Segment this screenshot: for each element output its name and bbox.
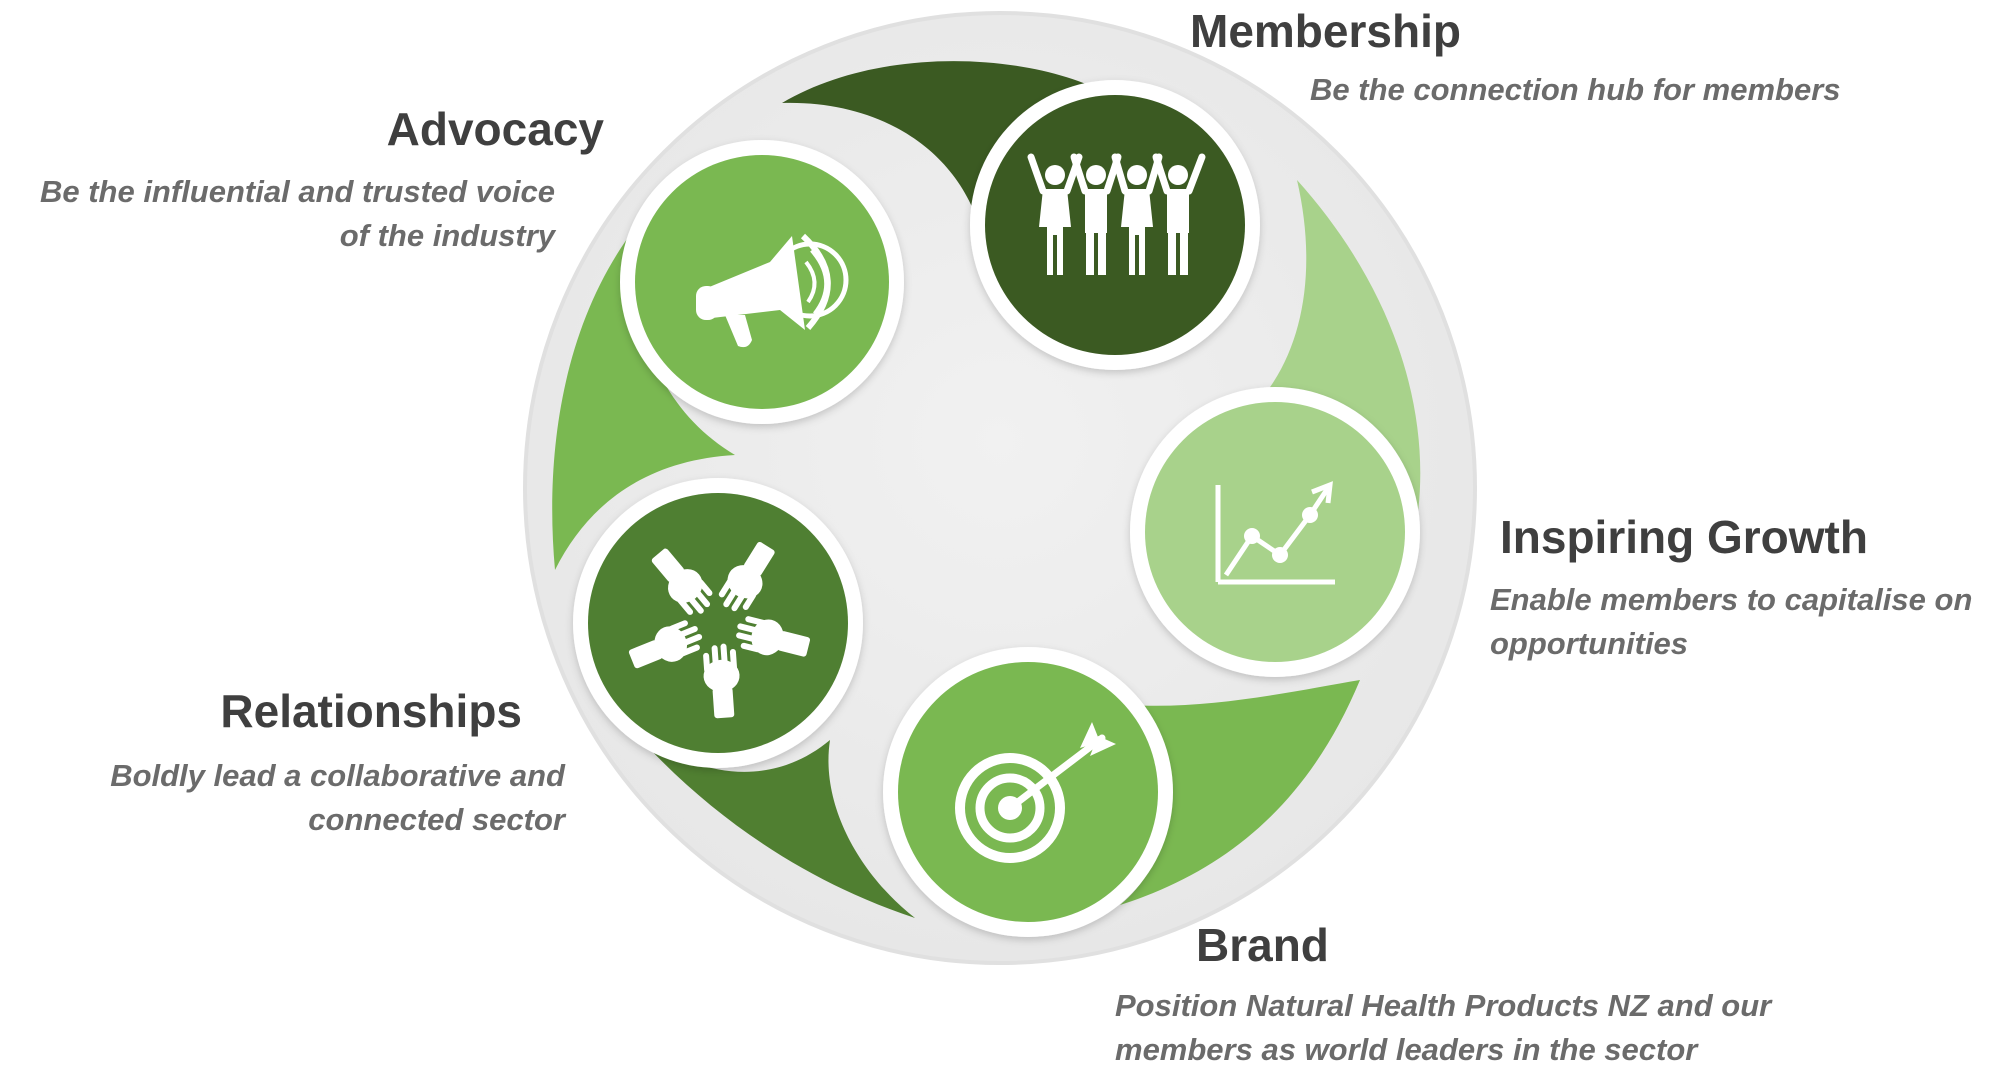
relationships-description: Boldly lead a collaborative and connecte… xyxy=(0,754,565,842)
advocacy-description-line: Be the influential and trusted voice xyxy=(39,174,555,209)
membership-title: Membership xyxy=(1190,5,1461,57)
swoosh-brand xyxy=(1120,680,1360,905)
inspiring-growth-description: Enable members to capitalise on opportun… xyxy=(1490,578,1972,666)
people-group-icon xyxy=(1027,153,1206,275)
swoosh-advocacy xyxy=(552,232,735,570)
membership-description: Be the connection hub for members xyxy=(1310,68,1841,112)
membership-circle xyxy=(970,80,1260,370)
advocacy-description-line: of the industry xyxy=(339,218,555,253)
membership-description-line: Be the connection hub for members xyxy=(1310,72,1841,107)
brand-description-line: members as world leaders in the sector xyxy=(1115,1032,1698,1067)
advocacy-title: Advocacy xyxy=(386,103,604,155)
relationships-title: Relationships xyxy=(220,685,522,737)
target-arrow-icon xyxy=(955,722,1116,863)
relationships-circle xyxy=(573,478,863,768)
growth-chart-icon xyxy=(1215,481,1335,585)
advocacy-description: Be the influential and trusted voice of … xyxy=(0,170,555,258)
megaphone-icon xyxy=(696,233,849,348)
swoosh-relationships xyxy=(622,718,915,918)
inspiring-growth-description-line: Enable members to capitalise on xyxy=(1490,582,1973,617)
inspiring-growth-circle xyxy=(1130,387,1420,677)
brand-title: Brand xyxy=(1196,919,1329,971)
brand-description: Position Natural Health Products NZ and … xyxy=(1115,984,1771,1072)
relationships-description-line: connected sector xyxy=(308,802,565,837)
inspiring-growth-title: Inspiring Growth xyxy=(1500,511,1868,563)
brand-description-line: Position Natural Health Products NZ and … xyxy=(1115,988,1772,1023)
relationships-description-line: Boldly lead a collaborative and xyxy=(110,758,565,793)
inspiring-growth-description-line: opportunities xyxy=(1490,626,1689,661)
swoosh-membership xyxy=(782,61,1110,235)
hands-together-icon xyxy=(628,541,811,719)
